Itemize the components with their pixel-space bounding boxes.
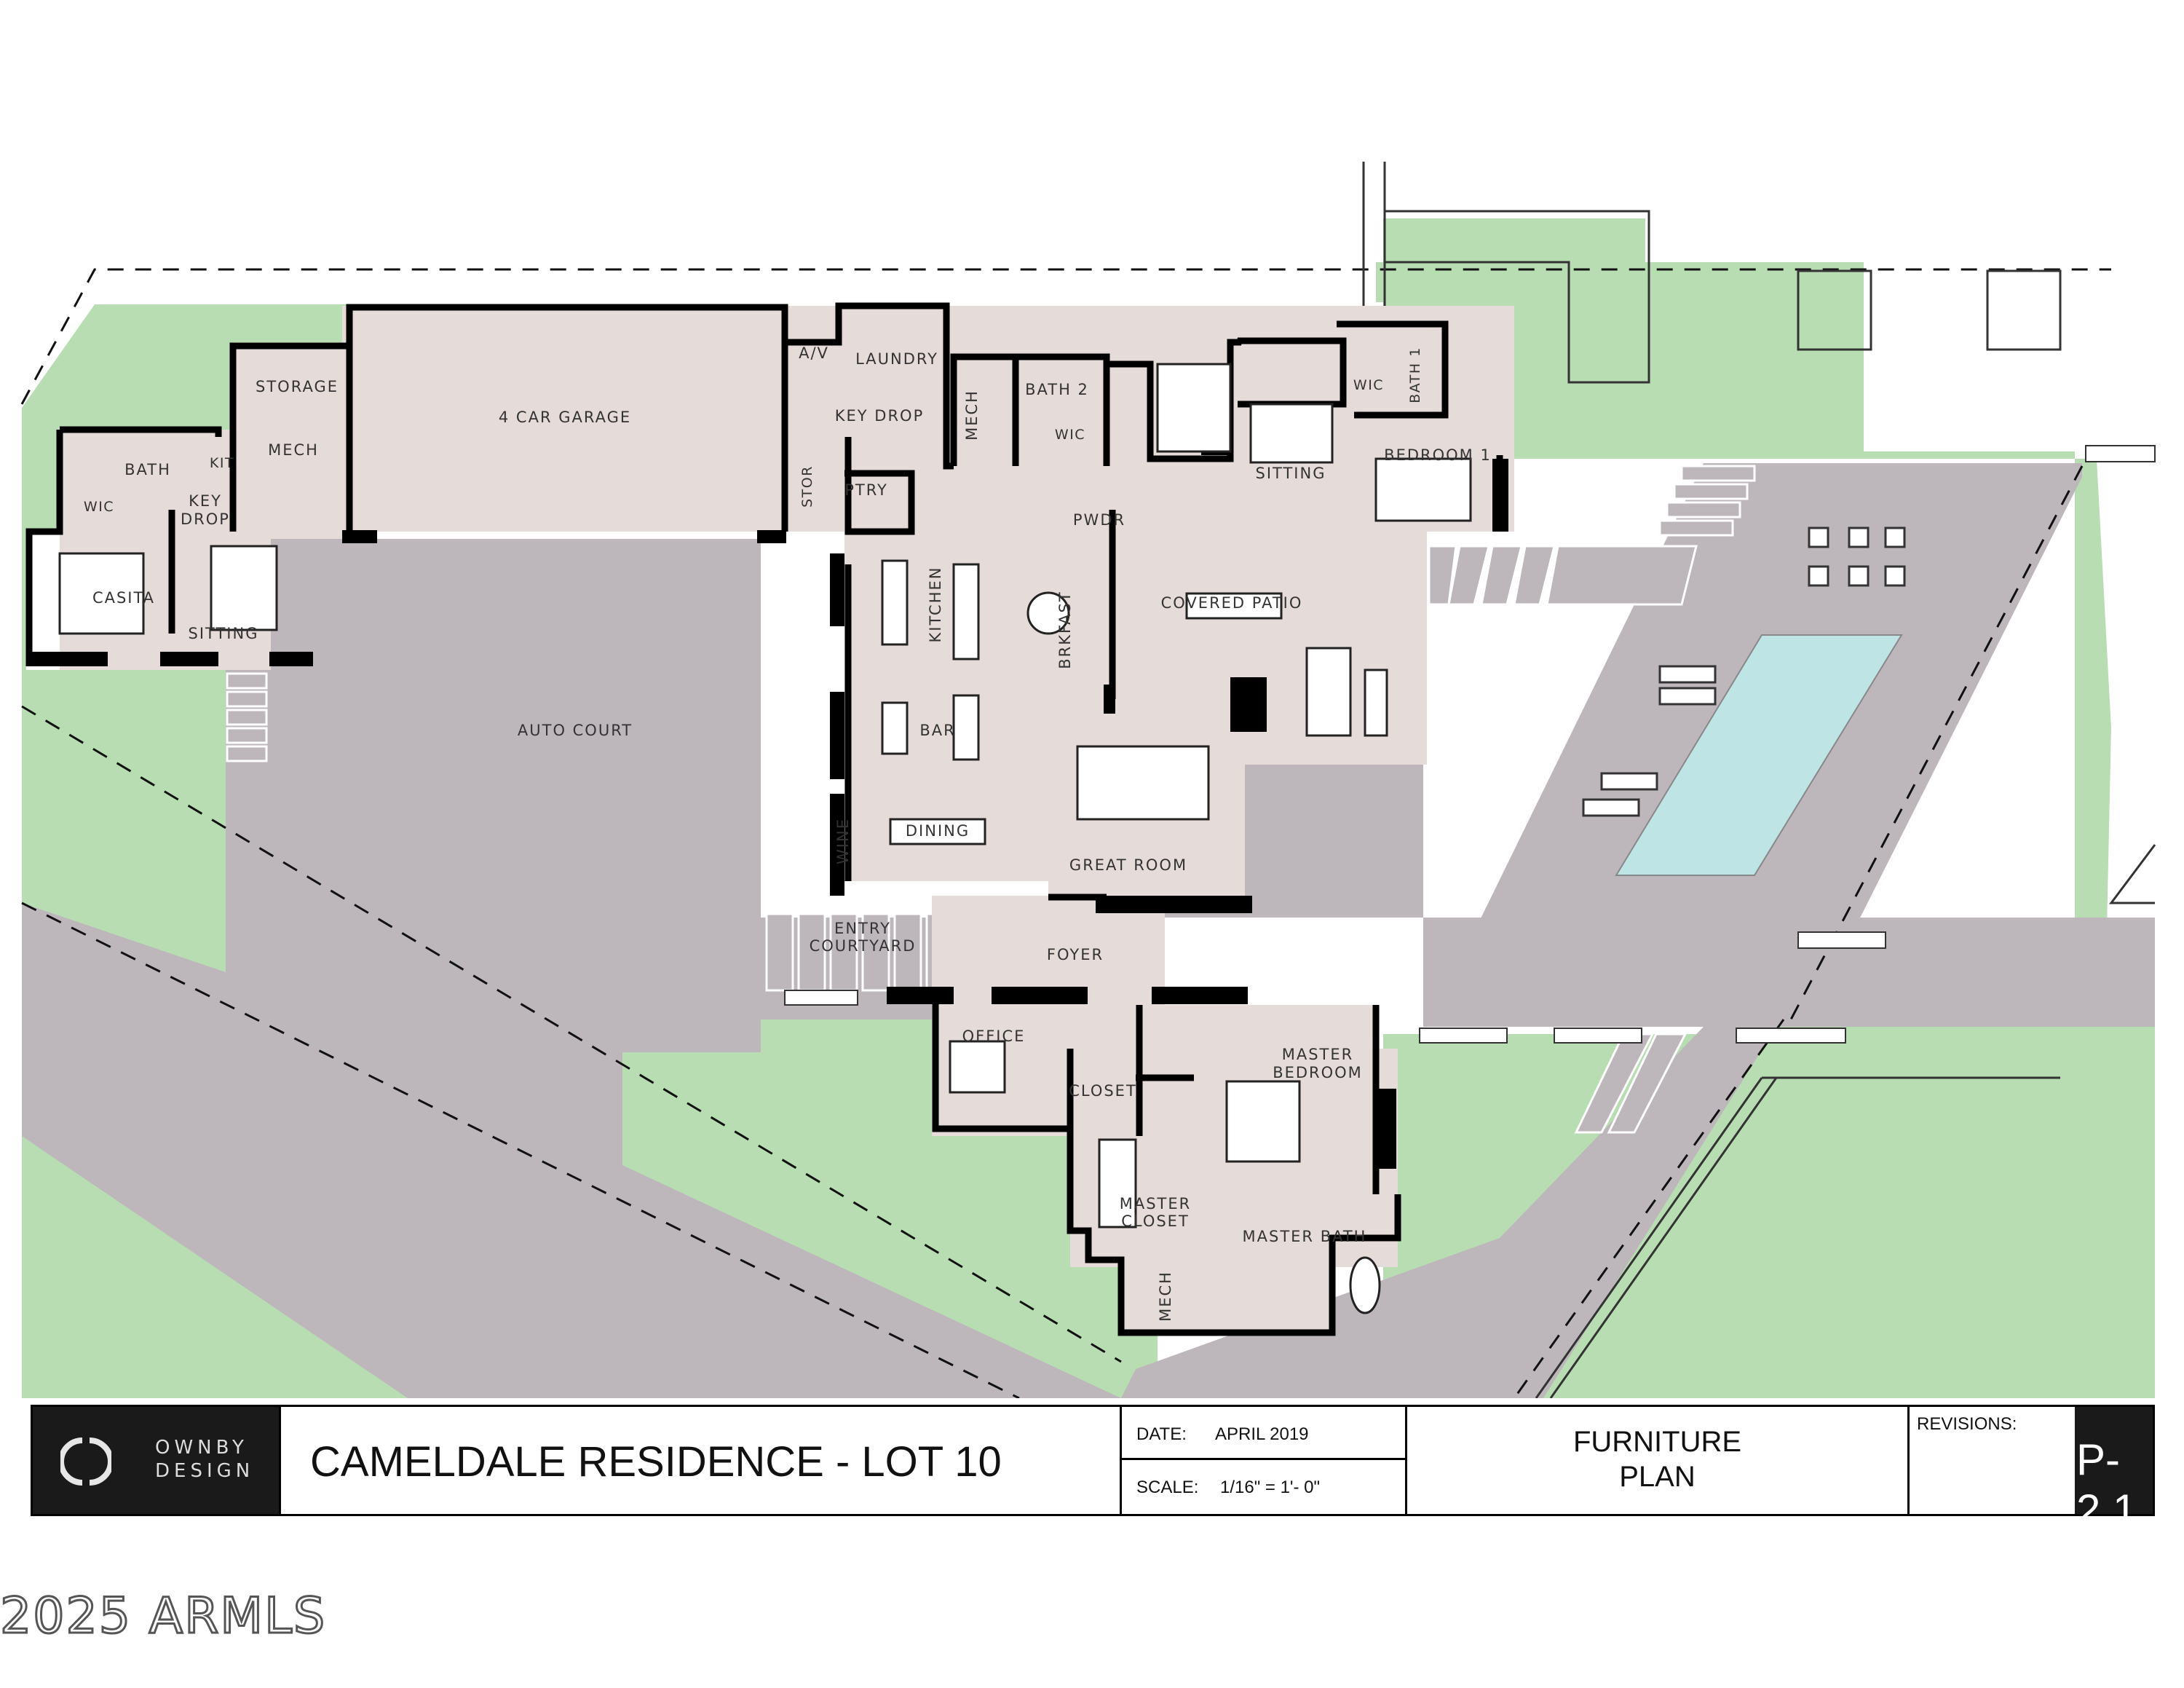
label-casita-mech: MECH	[268, 441, 319, 459]
property-lines	[20, 268, 2111, 1398]
sheet-title-cell: FURNITURE PLAN	[1405, 1407, 1907, 1514]
label-bar: BAR	[919, 722, 955, 739]
label-master: MASTER	[1282, 1046, 1354, 1063]
label-office: OFFICE	[962, 1028, 1026, 1045]
label-storage: STORAGE	[256, 378, 339, 395]
label-bedroom1: BEDROOM 1	[1384, 446, 1492, 464]
label-dining: DINING	[906, 822, 970, 840]
master-closet-island	[1098, 1138, 1137, 1228]
office-desk	[949, 1040, 1006, 1094]
pool	[1615, 634, 1903, 876]
sitting-sofa	[1249, 403, 1334, 464]
date-row: DATE: APRIL 2019	[1122, 1407, 1405, 1460]
firm-name-line2: DESIGN	[155, 1460, 255, 1482]
date-value: APRIL 2019	[1215, 1424, 1309, 1444]
bath2-bedroom-bed	[1156, 363, 1232, 453]
label-bedroom: BEDROOM	[1273, 1064, 1363, 1081]
kitchen-island	[881, 559, 909, 646]
label-av: A/V	[799, 344, 829, 362]
sheet-number-cell: P-2.1	[2075, 1407, 2153, 1534]
firm-name: OWNBY DESIGN	[155, 1436, 254, 1483]
bar-counter	[952, 694, 980, 761]
ownby-logo-icon	[60, 1437, 111, 1486]
bedroom1-bed	[1374, 457, 1472, 522]
label-pwdr: PWDR	[1073, 511, 1125, 529]
wall-fills	[28, 437, 1508, 1169]
label-stor: STOR	[799, 465, 815, 508]
master-bed	[1225, 1080, 1301, 1163]
firm-name-line1: OWNBY	[155, 1437, 248, 1459]
walls	[25, 302, 1503, 1336]
firm-logo: OWNBY DESIGN	[33, 1407, 279, 1514]
dining-table	[889, 818, 986, 845]
date-scale-cell: DATE: APRIL 2019 SCALE: 1/16" = 1'- 0"	[1120, 1407, 1405, 1514]
kitchen-counter	[952, 563, 980, 660]
label-bath1: BATH 1	[1407, 347, 1423, 403]
revisions-cell: REVISIONS:	[1907, 1407, 2075, 1514]
label-master-bath: MASTER BATH	[1243, 1228, 1367, 1245]
armls-watermark: 2025 ARMLS	[0, 1587, 327, 1646]
label-casita-sitting: SITTING	[189, 625, 259, 642]
label-wic-bath2: WIC	[1055, 427, 1085, 443]
casita-sitting-sofa	[210, 545, 278, 631]
label-casita-wic: WIC	[84, 499, 114, 515]
scale-value: 1/16" = 1'- 0"	[1220, 1478, 1321, 1497]
white-window-sills	[784, 445, 2156, 1044]
label-mech-south: MECH	[1157, 1271, 1174, 1322]
label-master-closet-1: MASTER	[1120, 1195, 1192, 1212]
furniture	[58, 363, 1472, 1314]
walkway-east	[1423, 918, 2155, 1027]
scale-label: SCALE:	[1136, 1478, 1199, 1497]
label-casita-key: KEY	[189, 492, 222, 510]
label-sitting-bed1: SITTING	[1256, 465, 1326, 482]
title-block: OWNBY DESIGN CAMELDALE RESIDENCE - LOT 1…	[31, 1405, 2155, 1534]
label-breakfast: BRKFAST	[1056, 591, 1074, 669]
sheet-title-line1: FURNITURE	[1572, 1426, 1742, 1458]
date-label: DATE:	[1136, 1424, 1187, 1444]
label-casita-drop: DROP	[181, 510, 230, 528]
project-name-cell: CAMELDALE RESIDENCE - LOT 10	[279, 1407, 1120, 1514]
floor-plan: STORAGE 4 CAR GARAGE A/V LAUNDRY KEY DRO…	[20, 162, 2156, 1398]
room-labels: STORAGE 4 CAR GARAGE A/V LAUNDRY KEY DRO…	[84, 344, 1492, 1322]
label-key-drop: KEY DROP	[835, 407, 925, 425]
label-casita: CASITA	[92, 589, 155, 607]
label-covered-patio: COVERED PATIO	[1161, 594, 1303, 612]
label-wic-bedroom1: WIC	[1353, 377, 1384, 393]
patio-lounge-2	[1364, 669, 1388, 737]
label-casita-kit: KIT	[210, 455, 234, 471]
auto-court	[226, 539, 1121, 1398]
revisions-label: REVISIONS:	[1917, 1414, 2017, 1434]
label-garage: 4 CAR GARAGE	[499, 409, 631, 426]
patio-dining-table	[1185, 592, 1283, 620]
patio-lounge-1	[1305, 647, 1352, 737]
label-great-room: GREAT ROOM	[1069, 856, 1187, 874]
label-foyer: FOYER	[1047, 946, 1104, 963]
master-tub	[1349, 1256, 1381, 1314]
label-ptry: PTRY	[844, 481, 888, 499]
label-kitchen: KITCHEN	[927, 567, 944, 643]
site-outlines	[1362, 162, 2156, 1398]
label-mech-north: MECH	[963, 390, 981, 441]
drive-southwest	[22, 903, 750, 1398]
breakfast-table	[1026, 591, 1070, 635]
scale-row: SCALE: 1/16" = 1'- 0"	[1122, 1460, 1405, 1513]
label-casita-bath: BATH	[124, 461, 171, 478]
label-master-closet-2: CLOSET	[1121, 1212, 1190, 1230]
sheet-number: P-2.1	[2076, 1435, 2137, 1534]
label-auto-court: AUTO COURT	[518, 722, 633, 739]
label-wine: WINE	[834, 818, 852, 864]
bar-sink	[881, 701, 909, 755]
label-courtyard: COURTYARD	[810, 937, 917, 955]
label-bath2: BATH 2	[1025, 381, 1089, 398]
casita-bed	[58, 552, 145, 635]
sheet-title-line2: PLAN	[1619, 1461, 1696, 1493]
label-entry: ENTRY	[834, 920, 891, 937]
landscape-north-strip-2	[1645, 262, 1864, 451]
great-room-sofa	[1076, 745, 1210, 821]
label-laundry: LAUNDRY	[855, 350, 938, 368]
walkway-diagonal	[1121, 1027, 1776, 1398]
pool-furniture	[1582, 526, 1906, 817]
label-closet: CLOSET	[1069, 1082, 1137, 1100]
project-name: CAMELDALE RESIDENCE - LOT 10	[310, 1438, 1002, 1486]
